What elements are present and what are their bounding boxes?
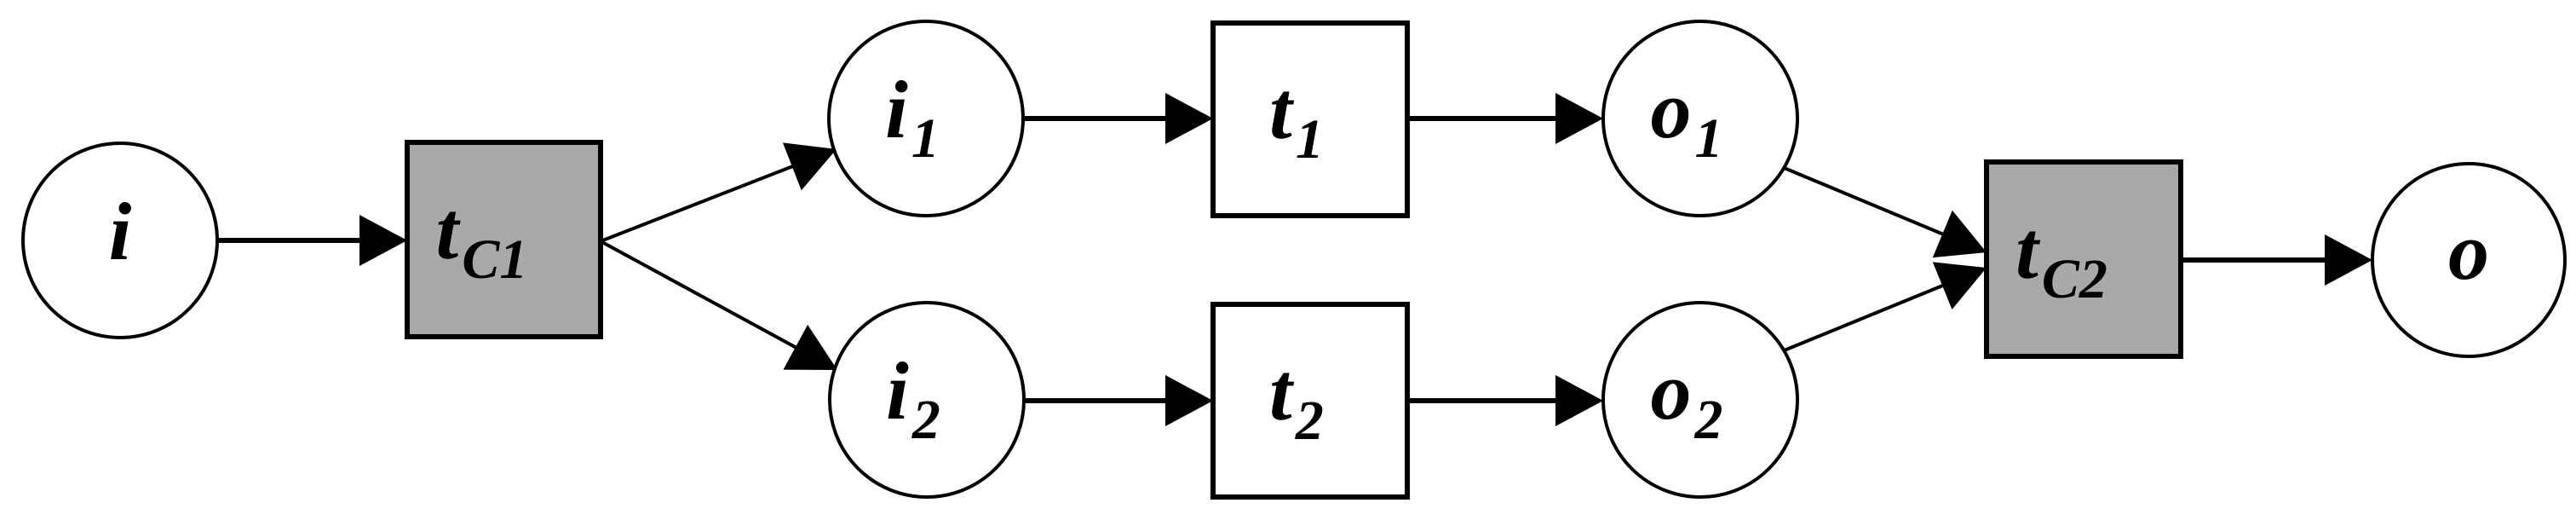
arc-tC2-o — [2181, 234, 2372, 286]
place-i2-label-sub: 2 — [911, 389, 940, 451]
transition-t1-label: t1 — [1269, 65, 1324, 171]
place-i-circle[interactable] — [21, 142, 219, 339]
place-i[interactable]: i — [21, 142, 219, 339]
arc-t1-o1-arrowhead — [1555, 93, 1603, 144]
transition-t2-label-sub: 2 — [1295, 390, 1324, 452]
arc-i2-t2-arrowhead — [1165, 375, 1213, 426]
transition-t1-label-base: t — [1269, 65, 1295, 156]
transition-tC2-label-base: t — [2015, 205, 2041, 296]
place-o2-circle[interactable] — [1601, 301, 1799, 499]
transition-t2[interactable]: t2 — [1210, 302, 1410, 500]
arc-o1-tC2 — [1781, 165, 1987, 258]
transition-tC1-label: tC1 — [436, 185, 528, 291]
place-o1-label-sub: 1 — [1695, 107, 1723, 170]
transition-tC1-label-base: t — [436, 185, 462, 276]
arc-i1-t1 — [1023, 93, 1213, 144]
place-i2-label: i2 — [886, 345, 940, 451]
arc-t2-o2-arrowhead — [1555, 375, 1603, 426]
transition-t2-label: t2 — [1269, 346, 1324, 452]
place-i-label-base: i — [109, 186, 132, 277]
arc-o2-tC2-arrowhead — [1932, 262, 1987, 309]
arc-o2-tC2 — [1781, 262, 1987, 353]
place-o2[interactable]: o2 — [1601, 301, 1799, 499]
transition-t2-rect[interactable] — [1210, 302, 1410, 500]
arc-i1-t1-arrowhead — [1165, 93, 1213, 144]
transition-tC2-label-sub: C2 — [2042, 248, 2107, 310]
place-o1-label: o1 — [1651, 64, 1723, 170]
arc-tC1-i1-shaft — [600, 164, 795, 243]
transition-tC1[interactable]: tC1 — [405, 140, 603, 339]
arc-o1-tC2-arrowhead — [1932, 210, 1987, 258]
place-o-label-base: o — [2448, 205, 2489, 297]
place-o2-label-base: o — [1651, 345, 1692, 436]
transition-tC2-rect[interactable] — [1984, 159, 2183, 359]
place-i1-label: i1 — [885, 64, 940, 170]
place-i2[interactable]: i2 — [828, 301, 1026, 499]
place-o1[interactable]: o1 — [1601, 20, 1799, 217]
place-o2-label: o2 — [1651, 345, 1723, 451]
arc-i-tC1 — [217, 215, 407, 266]
arc-o1-tC2-shaft — [1781, 165, 1945, 237]
transition-tC1-rect[interactable] — [405, 140, 603, 339]
place-i1[interactable]: i1 — [827, 20, 1025, 217]
transition-tC2-label: tC2 — [2015, 205, 2107, 310]
arc-tC1-i2-arrowhead — [783, 324, 837, 370]
place-o-circle[interactable] — [2371, 162, 2567, 358]
arc-t1-o1 — [1407, 93, 1603, 144]
transition-t1[interactable]: t1 — [1210, 20, 1410, 218]
arc-layer — [217, 93, 2372, 426]
place-o1-circle[interactable] — [1601, 20, 1799, 217]
place-i-label: i — [109, 186, 132, 277]
arc-tC1-i2 — [600, 240, 837, 370]
arc-tC1-i1 — [600, 142, 837, 243]
arc-tC1-i1-arrowhead — [782, 142, 837, 191]
place-o2-label-sub: 2 — [1694, 389, 1723, 451]
transition-t1-rect[interactable] — [1210, 20, 1410, 218]
transition-tC1-label-sub: C1 — [462, 228, 527, 291]
arc-tC1-i2-shaft — [600, 240, 798, 350]
transition-t1-label-sub: 1 — [1296, 108, 1324, 171]
place-o1-label-base: o — [1651, 64, 1692, 155]
place-i2-circle[interactable] — [828, 301, 1026, 499]
place-i2-label-base: i — [886, 345, 909, 436]
place-o-label: o — [2448, 205, 2489, 297]
place-i1-label-base: i — [885, 64, 908, 155]
arc-o2-tC2-shaft — [1781, 283, 1945, 353]
arc-t2-o2 — [1407, 375, 1603, 426]
arc-i2-t2 — [1024, 375, 1213, 426]
place-o[interactable]: o — [2371, 162, 2567, 358]
place-i1-circle[interactable] — [827, 20, 1025, 217]
transition-t2-label-base: t — [1269, 346, 1295, 437]
transition-tC2[interactable]: tC2 — [1984, 159, 2183, 359]
arc-tC2-o-arrowhead — [2325, 234, 2372, 286]
place-i1-label-sub: 1 — [911, 107, 940, 170]
arc-i-tC1-arrowhead — [359, 215, 407, 266]
